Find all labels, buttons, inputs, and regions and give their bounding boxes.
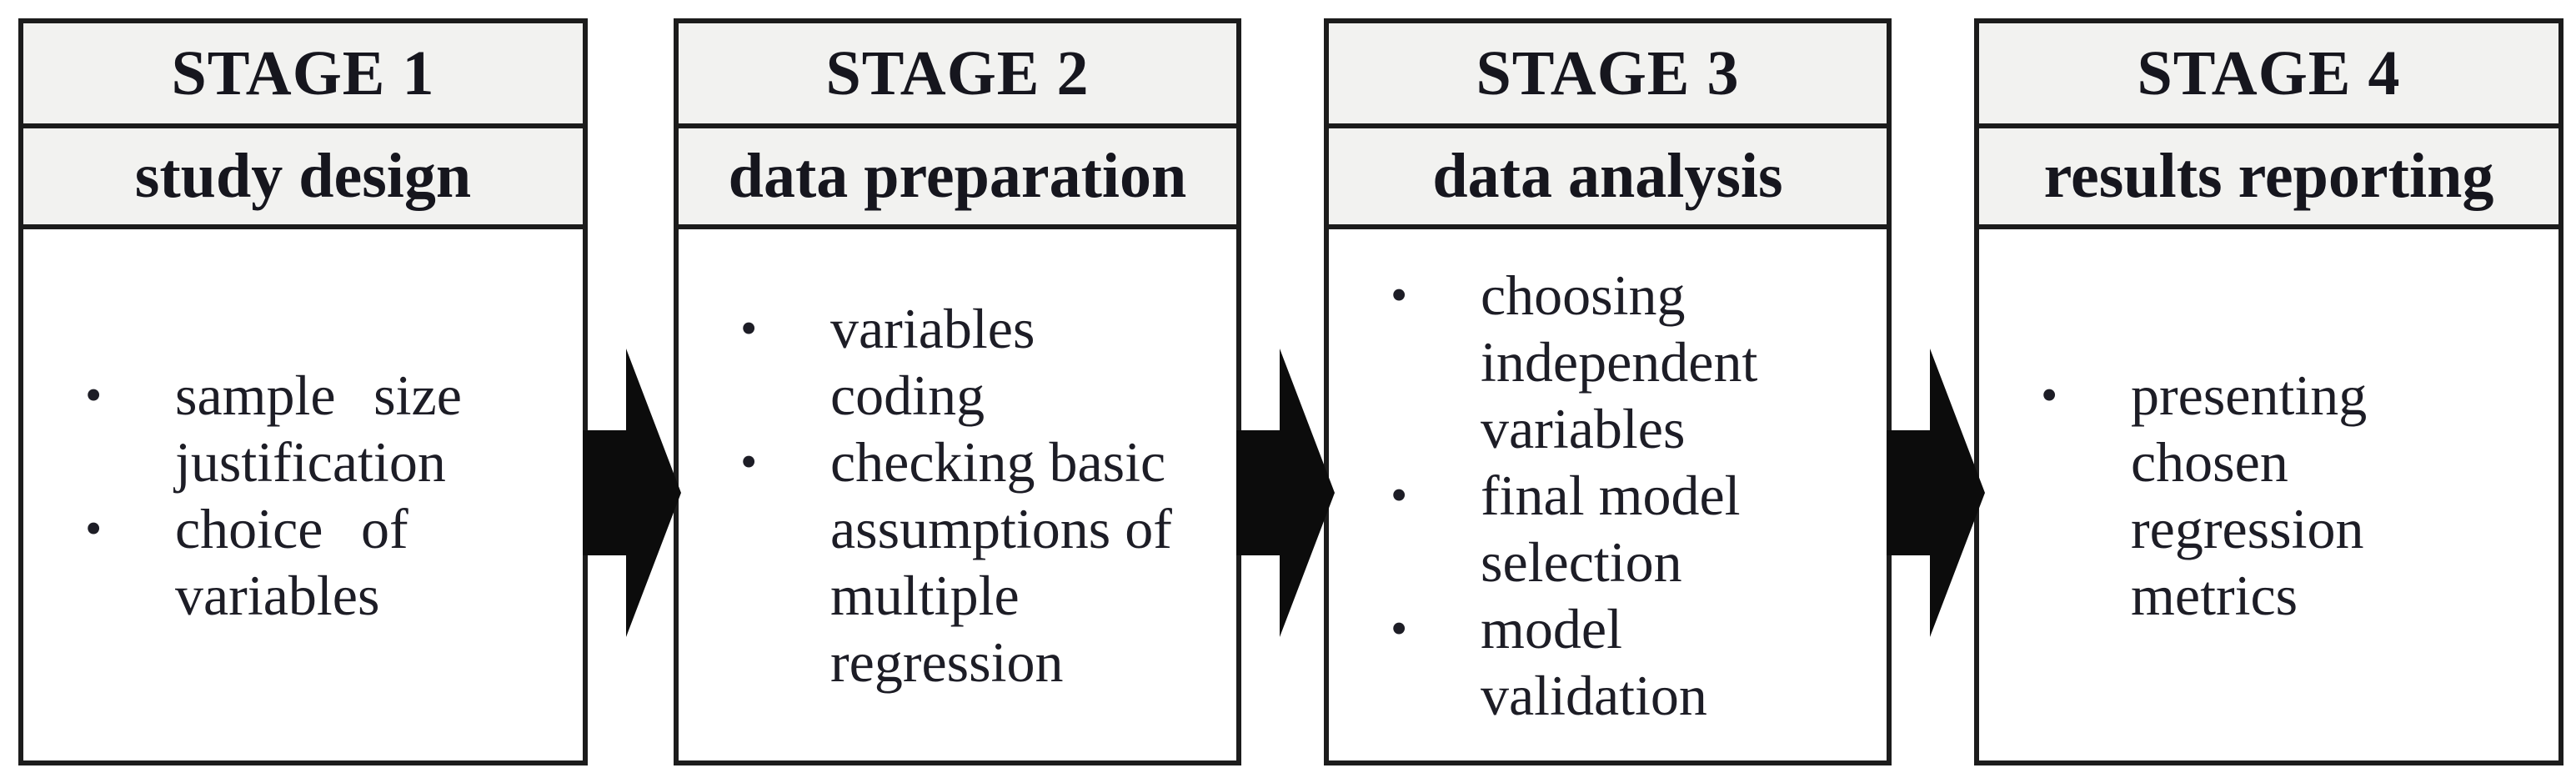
list-item: • choice of variables [23, 495, 583, 629]
stage-1-box: STAGE 1 study design • sample size justi… [18, 18, 588, 765]
stage-4-header: STAGE 4 [1979, 23, 2558, 128]
list-item: • model validation [1329, 595, 1887, 729]
bullet-icon: • [1391, 600, 1408, 655]
list-item: • presenting chosen regression metrics [1979, 362, 2558, 629]
right-block-arrow-shape [583, 349, 681, 637]
list-item-text: sample size justification [175, 363, 462, 494]
stage-4-label: STAGE 4 [2137, 38, 2401, 108]
stage-4-title: results reporting [2043, 141, 2494, 211]
stage-1-body: • sample size justification • choice of … [23, 229, 583, 760]
stage-4-body: • presenting chosen regression metrics [1979, 229, 2558, 760]
list-item: • variables coding [679, 295, 1236, 429]
stage-4-subtitle: results reporting [1979, 128, 2558, 229]
stage-1-subtitle: study design [23, 128, 583, 229]
stage-2-body: • variables coding • checking basic assu… [679, 229, 1236, 760]
list-item: • final model selection [1329, 462, 1887, 595]
stage-2-title: data preparation [728, 141, 1187, 211]
list-item-text: model validation [1481, 596, 1707, 727]
bullet-icon: • [2041, 367, 2058, 422]
bullet-icon: • [1391, 467, 1408, 522]
bullet-icon: • [85, 367, 103, 422]
flow-arrow-icon [1236, 349, 1336, 637]
bullet-icon: • [1391, 267, 1408, 322]
list-item-text: variables coding [830, 296, 1035, 427]
stage-3-label: STAGE 3 [1476, 38, 1740, 108]
list-item-text: checking basic assumptions of multiple r… [830, 429, 1172, 694]
stage-3-header: STAGE 3 [1329, 23, 1887, 128]
stage-1-header: STAGE 1 [23, 23, 583, 128]
bullet-icon: • [740, 434, 758, 489]
stage-3-body: • choosing independent variables • final… [1329, 229, 1887, 760]
stage-3-title: data analysis [1432, 141, 1783, 211]
flow-arrow-icon [1887, 349, 1987, 637]
list-item-text: presenting chosen regression metrics [2131, 363, 2368, 627]
right-block-arrow-shape [1887, 349, 1985, 637]
stage-1-label: STAGE 1 [171, 38, 435, 108]
list-item-text: choosing independent variables [1481, 263, 1758, 460]
right-block-arrow-shape [1236, 349, 1335, 637]
flow-arrow-icon [583, 349, 683, 637]
bullet-icon: • [85, 500, 103, 555]
list-item: • choosing independent variables [1329, 262, 1887, 462]
stage-3-subtitle: data analysis [1329, 128, 1887, 229]
list-item-text: choice of variables [175, 496, 408, 627]
stage-2-label: STAGE 2 [825, 38, 1090, 108]
list-item: • sample size justification [23, 362, 583, 495]
stage-1-title: study design [134, 141, 472, 211]
stage-3-box: STAGE 3 data analysis • choosing indepen… [1324, 18, 1892, 765]
list-item-text: final model selection [1481, 463, 1741, 594]
bullet-icon: • [740, 300, 758, 355]
list-item: • checking basic assumptions of multiple… [679, 429, 1236, 695]
stage-2-subtitle: data preparation [679, 128, 1236, 229]
stage-4-box: STAGE 4 results reporting • presenting c… [1974, 18, 2563, 765]
stage-2-header: STAGE 2 [679, 23, 1236, 128]
stage-2-box: STAGE 2 data preparation • variables cod… [674, 18, 1241, 765]
